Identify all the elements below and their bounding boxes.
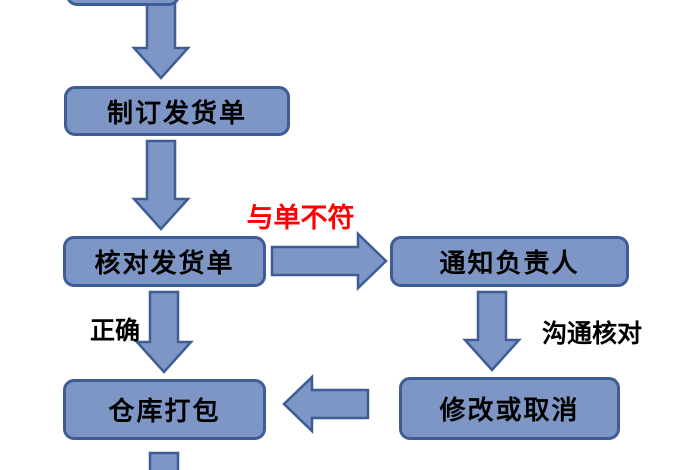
edge-label-mismatch: 与单不符: [246, 203, 355, 233]
node-create-shipping-order: 制订发货单: [64, 86, 290, 136]
arrow-create-to-verify-icon: [131, 139, 191, 231]
node-verify-shipping-order-label: 核对发货单: [94, 248, 235, 278]
arrow-modify-to-packing-icon: [282, 374, 370, 434]
node-modify-or-cancel: 修改或取消: [399, 377, 620, 440]
node-notify-person-in-charge: 通知负责人: [390, 236, 629, 287]
node-modify-or-cancel-label: 修改或取消: [439, 395, 580, 425]
arrow-packing-down-partial-icon: [148, 451, 180, 470]
arrow-top-to-create-icon: [131, 1, 191, 80]
arrow-notify-to-modify-icon: [462, 290, 522, 372]
arrow-verify-to-packing-icon: [134, 290, 194, 374]
edge-label-correct: 正确: [89, 317, 140, 345]
node-warehouse-packing-label: 仓库打包: [108, 396, 221, 426]
edge-label-communicate-verify: 沟通核对: [541, 320, 642, 348]
node-warehouse-packing: 仓库打包: [63, 379, 266, 440]
node-notify-person-in-charge-label: 通知负责人: [439, 248, 580, 278]
arrow-verify-to-notify-icon: [270, 231, 388, 291]
node-create-shipping-order-label: 制订发货单: [106, 97, 247, 128]
node-previous-step-partial: [66, 0, 180, 6]
node-verify-shipping-order: 核对发货单: [63, 236, 266, 287]
